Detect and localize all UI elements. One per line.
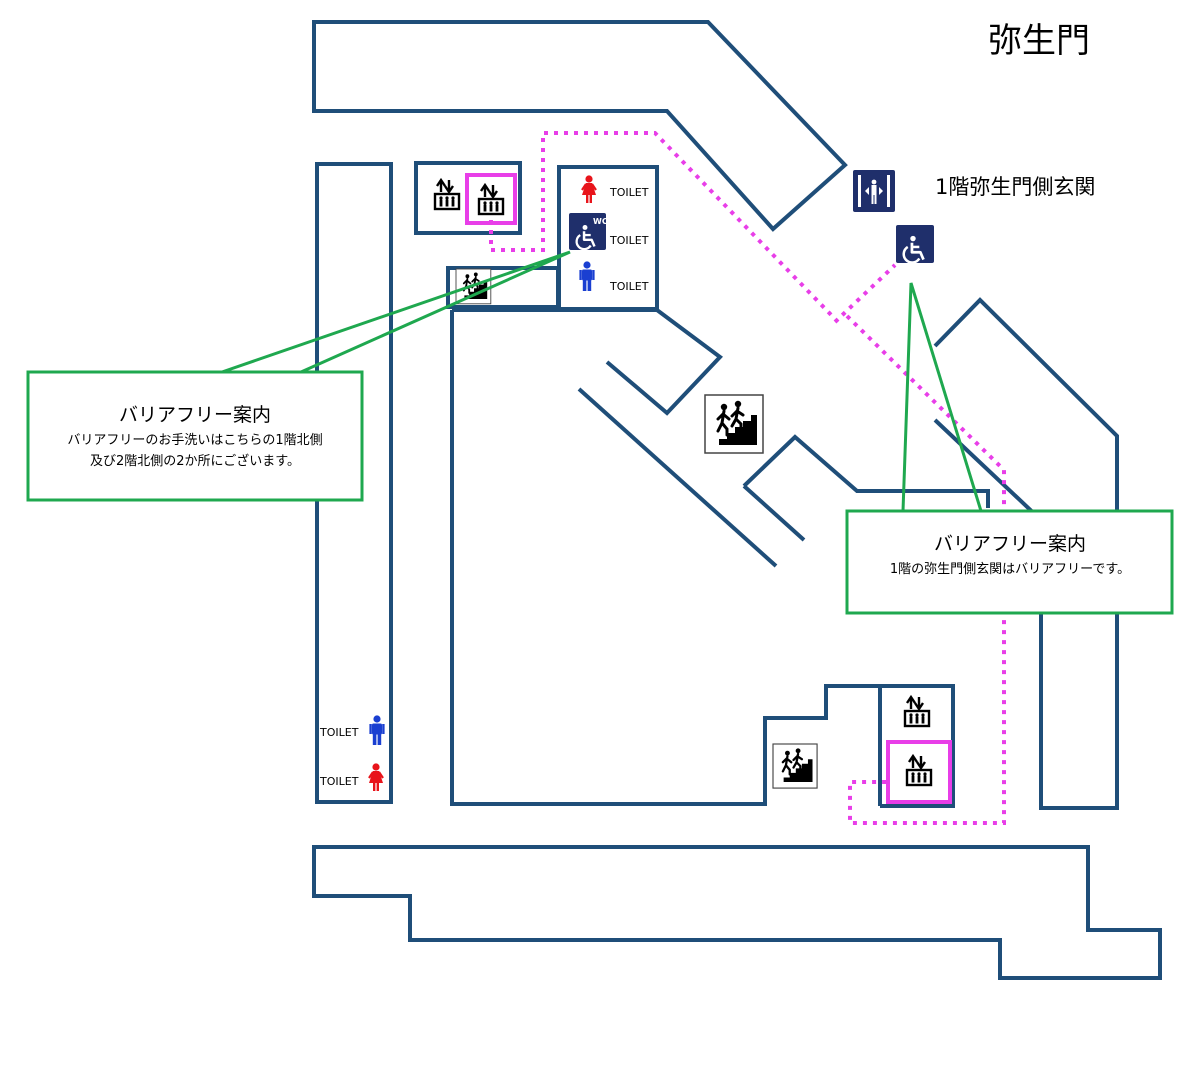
elevator-hall-north — [414, 161, 522, 235]
callout-restroom-line-1: バリアフリーのお手洗いはこちらの1階北側 — [67, 433, 322, 448]
stairs-icon-south — [771, 742, 819, 790]
barrier-free-route — [489, 131, 1006, 825]
main-hall — [450, 308, 955, 808]
toilet-label-male-north: TOILET — [609, 280, 649, 293]
elevator-south-1 — [901, 691, 933, 729]
central-wedge — [742, 434, 990, 542]
barrier-free-elevator-frame-south — [886, 740, 952, 804]
entrance-door-icon — [853, 170, 895, 212]
elevator-south-2 — [903, 750, 935, 788]
female-toilet-icon-west — [367, 762, 385, 793]
gate-title: 弥生門 — [988, 21, 1090, 61]
callout-entrance-title: バリアフリー案内 — [934, 533, 1086, 555]
building-walls — [312, 20, 1162, 980]
barrier-free-elevator-frame-north — [465, 173, 517, 225]
entrance-label: 1階弥生門側玄関 — [935, 175, 1095, 199]
callout-entrance-line-1: 1階の弥生門側玄関はバリアフリーです。 — [890, 561, 1130, 577]
toilet-label-female-north: TOILET — [609, 186, 649, 199]
callout-entrance: バリアフリー案内 1階の弥生門側玄関はバリアフリーです。 — [845, 282, 1174, 615]
callout-restroom-line-2: 及び2階北側の2か所にございます。 — [90, 453, 300, 469]
elevator-north-2 — [475, 179, 507, 217]
toilet-label-accessible: TOILET — [609, 234, 649, 247]
north-wing — [312, 20, 848, 232]
west-corridor — [315, 162, 393, 804]
diagonal-wall — [577, 387, 778, 568]
accessible-wc-icon: WC — [569, 213, 608, 251]
male-toilet-icon — [579, 261, 595, 291]
callout-restroom-title: バリアフリー案内 — [119, 404, 271, 426]
elevator-north-1 — [431, 174, 463, 212]
wheelchair-icon — [896, 225, 934, 264]
toilet-label-female-west: TOILET — [319, 775, 359, 788]
south-building — [312, 845, 1162, 980]
svg-text:WC: WC — [593, 217, 608, 226]
callout-restroom: バリアフリー案内 バリアフリーのお手洗いはこちらの1階北側 及び2階北側の2か所… — [26, 250, 571, 502]
stairs-icon-center — [703, 393, 765, 455]
male-toilet-icon-west — [369, 715, 385, 745]
female-toilet-icon — [580, 174, 598, 205]
toilet-label-male-west: TOILET — [319, 726, 359, 739]
